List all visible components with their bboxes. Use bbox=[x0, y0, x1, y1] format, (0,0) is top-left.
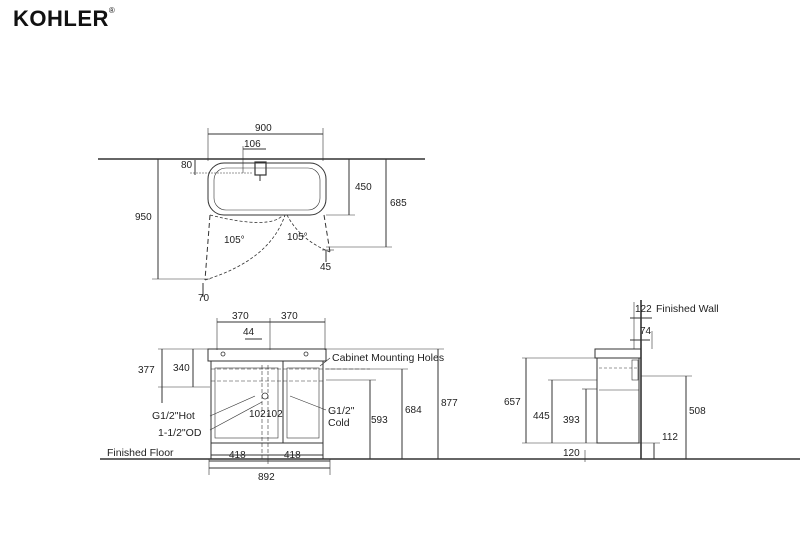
top-view-labels: 900 106 80 450 685 950 105° 105° 70 45 bbox=[135, 123, 407, 304]
angle-right: 105° bbox=[287, 232, 308, 243]
dim-74: 74 bbox=[640, 326, 652, 337]
cabinet-mounting-holes-label: Cabinet Mounting Holes bbox=[332, 352, 444, 364]
dim-370-left: 370 bbox=[232, 311, 249, 322]
dim-950: 950 bbox=[135, 212, 152, 223]
dim-102-left: 102 bbox=[249, 409, 266, 420]
dim-684: 684 bbox=[405, 405, 422, 416]
dim-370-right: 370 bbox=[281, 311, 298, 322]
dim-445: 445 bbox=[533, 411, 550, 422]
side-basin-top bbox=[594, 348, 642, 359]
dim-508: 508 bbox=[689, 406, 706, 417]
door-right bbox=[323, 214, 331, 253]
dim-877: 877 bbox=[441, 398, 458, 409]
dim-120: 120 bbox=[563, 448, 580, 459]
basin-top bbox=[207, 348, 327, 362]
angle-left: 105° bbox=[224, 235, 245, 246]
side-view-labels: 122 Finished Wall 74 657 445 393 508 112… bbox=[504, 303, 719, 459]
dim-122: 122 bbox=[635, 304, 652, 315]
front-view-labels: 370 370 44 377 340 Cabinet Mounting Hole… bbox=[107, 311, 458, 483]
dim-418-right: 418 bbox=[284, 450, 301, 461]
dim-657: 657 bbox=[504, 397, 521, 408]
door-panel-right bbox=[286, 367, 320, 439]
drain-od-label: 1-1/2"OD bbox=[158, 427, 202, 439]
dim-450: 450 bbox=[355, 182, 372, 193]
finished-wall-label: Finished Wall bbox=[656, 303, 719, 315]
dim-80: 80 bbox=[181, 160, 193, 171]
dim-340: 340 bbox=[173, 363, 190, 374]
dim-593: 593 bbox=[371, 415, 388, 426]
finished-floor-label: Finished Floor bbox=[107, 447, 174, 459]
registered-mark: ® bbox=[108, 6, 116, 15]
dim-418-left: 418 bbox=[229, 450, 246, 461]
dim-70: 70 bbox=[198, 293, 210, 304]
top-view bbox=[98, 128, 425, 297]
tap-outline bbox=[254, 161, 267, 176]
dim-44: 44 bbox=[243, 327, 255, 338]
logo-text: KOHLER bbox=[13, 6, 109, 31]
door-left bbox=[204, 214, 211, 281]
basin-outline bbox=[207, 162, 327, 216]
door-panel-left bbox=[214, 367, 279, 439]
kohler-logo: KOHLER® bbox=[13, 6, 115, 32]
basin-inner-outline bbox=[213, 167, 321, 211]
dim-377: 377 bbox=[138, 365, 155, 376]
cold-inlet-label-line1: G1/2" bbox=[328, 405, 355, 417]
dim-106: 106 bbox=[244, 139, 261, 150]
dim-892: 892 bbox=[258, 472, 275, 483]
dim-102-right: 102 bbox=[266, 409, 283, 420]
dim-112: 112 bbox=[662, 432, 678, 443]
side-cabinet-body bbox=[596, 357, 640, 444]
dim-45: 45 bbox=[320, 262, 332, 273]
dim-393: 393 bbox=[563, 415, 580, 426]
hot-inlet-label: G1/2"Hot bbox=[152, 410, 195, 422]
dim-685: 685 bbox=[390, 198, 407, 209]
dim-900: 900 bbox=[255, 123, 272, 134]
front-view bbox=[100, 318, 800, 475]
side-view bbox=[522, 300, 692, 462]
cold-inlet-label-line2: Cold bbox=[328, 417, 350, 429]
